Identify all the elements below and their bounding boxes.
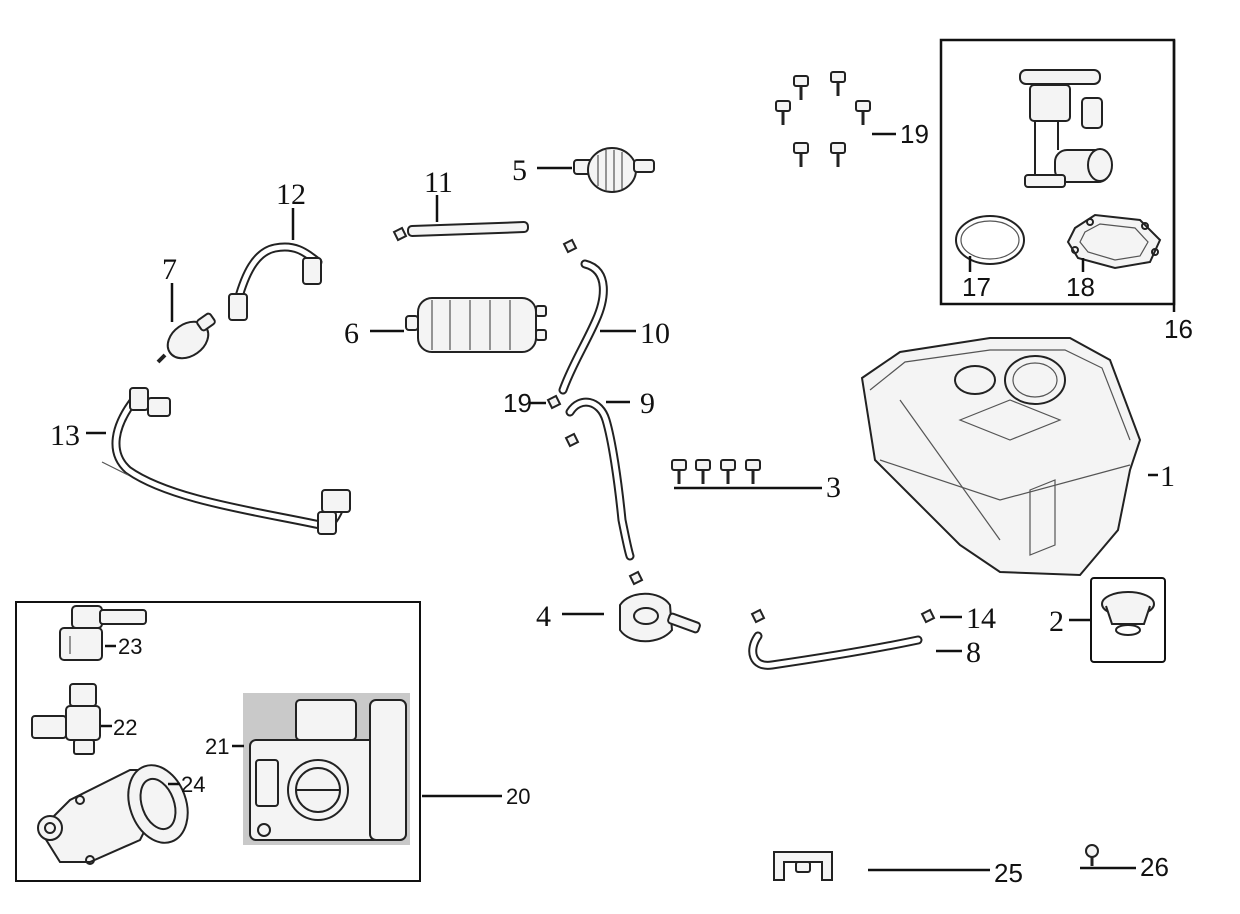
- fuel-injector-22: [31, 683, 101, 755]
- part-label-9: 9: [640, 387, 655, 420]
- clip-25: [773, 851, 833, 881]
- fuel-line-13: [101, 387, 351, 535]
- bolt-set-3: [671, 459, 761, 484]
- fuel-cap-box: [1090, 577, 1166, 663]
- intake-manifold-24: [37, 764, 189, 865]
- part-label-4: 4: [536, 600, 551, 633]
- part-label-1: 1: [1160, 460, 1175, 493]
- part-label-5: 5: [512, 154, 527, 187]
- part-label-17: 17: [962, 272, 991, 302]
- charcoal-canister: [405, 297, 547, 353]
- pump-gasket: [1066, 213, 1162, 270]
- part-label-22: 22: [113, 715, 137, 740]
- part-label-23: 23: [118, 634, 142, 659]
- injector-connector-23: [59, 605, 147, 661]
- push-pin-26: [1085, 844, 1099, 866]
- part-label-20: 20: [506, 784, 530, 809]
- part-label-13: 13: [50, 419, 80, 452]
- part-label-7: 7: [162, 253, 177, 286]
- part-label-12: 12: [276, 178, 306, 211]
- part-label-8: 8: [966, 636, 981, 669]
- part-label-2: 2: [1049, 605, 1064, 638]
- fuel-line-12: [228, 242, 323, 321]
- part-label-25: 25: [994, 858, 1023, 888]
- fuel-filter-small: [573, 147, 655, 193]
- part-label-24: 24: [181, 772, 205, 797]
- fuel-pump-box: [939, 38, 1176, 312]
- part-label-19-top: 19: [900, 119, 929, 149]
- part-label-10: 10: [640, 317, 670, 350]
- part-label-14: 14: [966, 602, 996, 635]
- part-label-3: 3: [826, 471, 841, 504]
- part-label-21: 21: [205, 734, 229, 759]
- part-label-6: 6: [344, 317, 359, 350]
- fuel-tank: [860, 337, 1142, 577]
- throttle-body-21: [243, 693, 410, 845]
- part-label-26: 26: [1140, 852, 1169, 882]
- part-label-16: 16: [1164, 314, 1193, 344]
- rollover-valve: [619, 570, 701, 643]
- straight-tube-11: [392, 221, 530, 242]
- screw-set-19: [775, 71, 871, 167]
- inline-fuel-filter: [156, 312, 216, 364]
- o-ring-seal: [955, 215, 1025, 265]
- throttle-body-box: [15, 601, 421, 882]
- part-label-11: 11: [424, 166, 453, 199]
- fuel-pump-assembly: [1019, 69, 1113, 188]
- hose-9: [546, 394, 635, 561]
- hose-8: [748, 608, 936, 670]
- part-label-19-mid: 19: [503, 388, 532, 418]
- hose-10: [558, 238, 608, 395]
- part-label-18: 18: [1066, 272, 1095, 302]
